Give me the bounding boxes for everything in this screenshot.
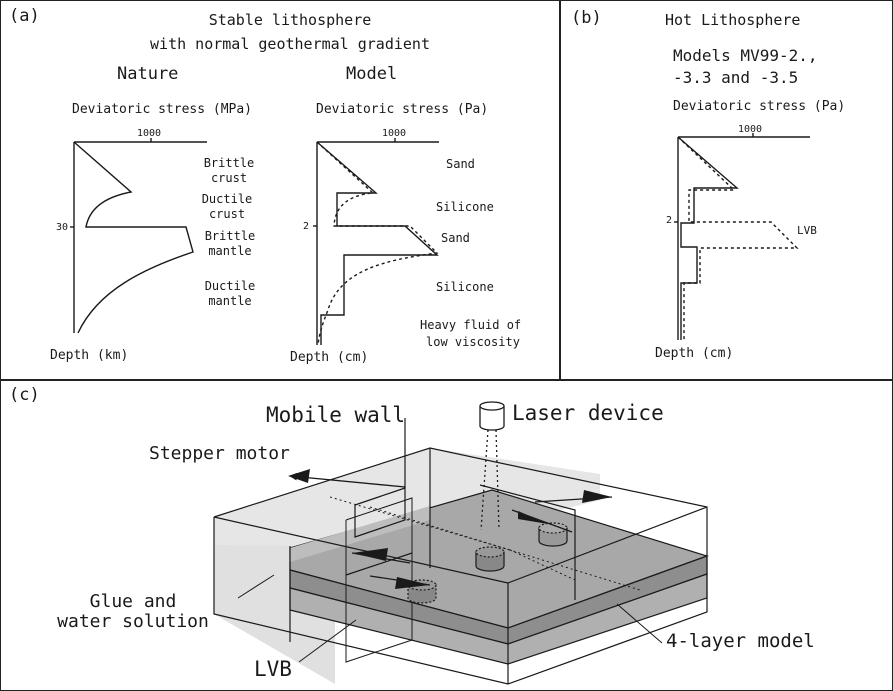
laser-device-label: Laser device (512, 401, 664, 425)
nature-curve (73, 141, 194, 334)
model-layer-sand-1: Sand (446, 157, 475, 171)
four-layer-model-label: 4-layer model (666, 630, 815, 652)
tank-box (213, 447, 708, 685)
stepper-motor-label: Stepper motor (149, 443, 290, 464)
panel-b-tick-2: 2 (666, 215, 673, 226)
heavy-fluid-line1: Heavy fluid of (420, 318, 522, 332)
panel-b-solid-curve (677, 136, 739, 340)
model-layer-silicone-1: Silicone (436, 200, 494, 214)
model-tick-1000: 1000 (382, 128, 407, 139)
panel-b-title: Hot Lithosphere (665, 11, 801, 29)
panel-b-models-line1: Models MV99-2., (673, 46, 818, 65)
panel-b-label: (b) (571, 8, 602, 28)
panel-c-label: (c) (9, 385, 40, 405)
nature-heading: Nature (117, 64, 179, 84)
model-tick-2: 2 (303, 221, 310, 232)
panel-a-border (0, 0, 561, 381)
right-plate (479, 484, 576, 600)
panel-b-lvb: LVB (797, 224, 817, 237)
nature-tick-30: 30 (56, 222, 69, 233)
dotted-guides (329, 496, 641, 591)
model-layer-silicone-2: Silicone (436, 280, 494, 294)
nature-axis-title: Deviatoric stress (MPa) (72, 102, 253, 117)
model-heading: Model (346, 64, 398, 84)
panel-b-depth-label: Depth (cm) (655, 346, 734, 361)
water-solution (214, 448, 600, 684)
motion-arrows (288, 469, 613, 589)
model-solid-curve (316, 141, 439, 345)
nature-depth-label: Depth (km) (50, 348, 129, 363)
panel-a-label: (a) (9, 6, 40, 26)
panel-b-axis-title: Deviatoric stress (Pa) (673, 99, 846, 114)
panel-b-tick-1000: 1000 (738, 124, 763, 135)
panel-a-title-line1: Stable lithosphere (208, 11, 372, 29)
laser-device (479, 401, 505, 531)
panel-a-title-line2: with normal geothermal gradient (150, 35, 430, 53)
panel-b-dashed-curve (677, 136, 799, 340)
model-depth-label: Depth (cm) (290, 350, 369, 365)
model-dashed-curve (316, 141, 439, 346)
heavy-fluid-line2: low viscosity (426, 335, 520, 349)
leader-lines (237, 574, 663, 663)
model-axis-title: Deviatoric stress (Pa) (316, 102, 489, 117)
nature-tick-1000: 1000 (137, 128, 162, 139)
mobile-wall-label: Mobile wall (266, 403, 406, 427)
panel-b-models-line2: -3.3 and -3.5 (673, 68, 799, 87)
model-stress-profile (313, 138, 439, 346)
model-layer-sand-2: Sand (441, 231, 470, 245)
panel-b-stress-profile (674, 133, 810, 340)
nature-stress-profile (70, 138, 207, 334)
mobile-wall (345, 418, 413, 663)
panel-c-lvb-label: LVB (254, 657, 292, 681)
